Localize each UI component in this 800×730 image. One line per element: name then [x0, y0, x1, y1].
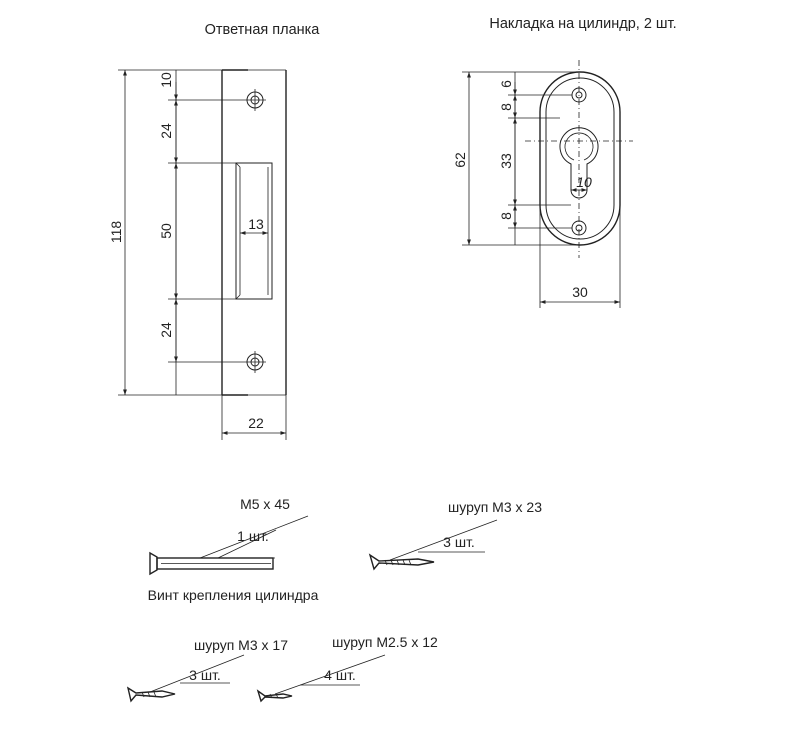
strike-plate-drawing: Ответная планка [108, 22, 320, 440]
screw-m3x17-size: шуруп М3 х 17 [194, 637, 288, 653]
screw-m3x23-qty: 3 шт. [443, 534, 475, 550]
screw-m3x23: шуруп М3 х 23 3 шт. [368, 499, 542, 571]
dim-cover-cylinder-width: 10 [576, 174, 592, 190]
dim-plate-width: 22 [248, 415, 264, 431]
dim-plate-lower-gap: 24 [158, 322, 174, 338]
screw-m25x12-size: шуруп М2.5 х 12 [332, 634, 438, 650]
dim-cover-width: 30 [572, 284, 588, 300]
dim-cover-height: 62 [452, 152, 468, 168]
cylinder-screw-qty: 1 шт. [237, 528, 269, 544]
cylinder-screw: М5 х 45 1 шт. Винт крепления цилиндра [148, 496, 319, 603]
strike-plate-bottom-hole [244, 351, 266, 373]
screw-m3x23-size: шуруп М3 х 23 [448, 499, 542, 515]
screw-m25x12-qty: 4 шт. [324, 667, 356, 683]
strike-plate-top-hole [244, 89, 266, 111]
cylinder-cover-title: Накладка на цилиндр, 2 шт. [489, 16, 676, 32]
strike-plate-title: Ответная планка [205, 22, 321, 38]
dim-cover-cylinder-height: 33 [498, 153, 514, 169]
dim-cover-top-offset: 6 [498, 80, 514, 88]
dim-plate-slot-depth: 13 [248, 216, 264, 232]
cylinder-cover-drawing: Накладка на цилиндр, 2 шт. 62 [452, 16, 677, 308]
dim-cover-upper-gap: 8 [498, 103, 514, 111]
strike-plate-slot [235, 162, 273, 300]
dim-cover-lower-gap: 8 [498, 212, 514, 220]
dim-plate-slot-height: 50 [158, 223, 174, 239]
dim-plate-height: 118 [108, 221, 124, 244]
cylinder-screw-caption: Винт крепления цилиндра [148, 587, 319, 603]
screw-m3x17: шуруп М3 х 17 3 шт. [126, 637, 288, 703]
dim-plate-top-offset: 10 [158, 72, 174, 88]
screw-m25x12: шуруп М2.5 х 12 4 шт. [256, 634, 438, 703]
cover-keyhole [559, 127, 599, 199]
screw-m3x17-qty: 3 шт. [189, 667, 221, 683]
dim-plate-upper-gap: 24 [158, 123, 174, 139]
cylinder-screw-size: М5 х 45 [240, 496, 290, 512]
